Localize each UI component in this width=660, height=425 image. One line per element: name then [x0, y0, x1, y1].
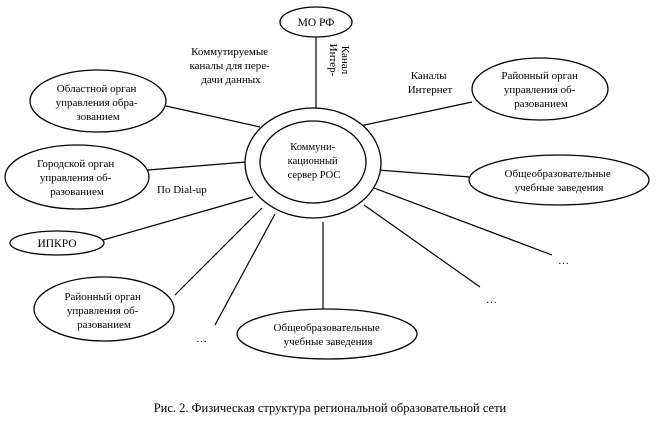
internet-line-2: Интернет	[408, 84, 453, 96]
center-label: Коммуни- кационный сервер РОС	[288, 142, 341, 181]
switched-line-3: дачи данных	[201, 74, 261, 86]
internet-line-1: Каналы	[411, 70, 447, 82]
edge-dots-mid	[363, 204, 481, 288]
edge-dots-right	[373, 187, 553, 256]
switched-line-1: Коммутируемые	[191, 46, 268, 58]
switched-channels-label: Коммутируемые каналы для пере- дачи данн…	[189, 46, 272, 86]
raion-left-line-3: разованием	[77, 319, 131, 331]
node-gorod	[4, 144, 150, 210]
node-schools-right	[468, 154, 650, 206]
schools-bottom-line-1: Общеобразовательные	[274, 322, 380, 334]
mo-rf-label: МО РФ	[298, 17, 335, 29]
edge-raion-right	[359, 101, 473, 127]
mo-rf-line-1: МО РФ	[298, 17, 335, 29]
vertical-channel-label-2: Интер-	[327, 44, 339, 77]
schools-bottom-line-2: учебные заведения	[284, 336, 373, 348]
node-schools-bottom	[236, 308, 418, 360]
raion-right-label: Районный орган управления об- разованием	[501, 70, 580, 110]
raion-right-line-1: Районный орган	[501, 70, 578, 82]
schools-right-line-1: Общеобразовательные	[505, 168, 611, 180]
oblast-label: Областной орган управления обра- зование…	[56, 83, 141, 123]
raion-left-line-1: Районный орган	[64, 291, 141, 303]
node-raion-right	[471, 57, 609, 121]
node-mo-rf	[279, 6, 353, 38]
gorod-line-2: управления об-	[40, 172, 112, 184]
node-oblast	[29, 69, 167, 133]
node-raion-left	[33, 276, 175, 342]
switched-line-2: каналы для пере-	[189, 60, 270, 72]
edge-gorod	[147, 161, 247, 171]
gorod-line-3: разованием	[50, 186, 104, 198]
raion-right-line-2: управления об-	[504, 84, 576, 96]
dialup-label: По Dial-up	[157, 184, 207, 196]
figure-caption: Рис. 2. Физическая структура регионально…	[154, 401, 507, 415]
raion-left-line-2: управления об-	[67, 305, 139, 317]
ellipsis-bottom-left: …	[196, 333, 207, 345]
ipkro-line-1: ИПКРО	[37, 238, 76, 250]
center-line-3: сервер РОС	[288, 170, 341, 181]
connector-lines	[102, 37, 553, 326]
center-line-2: кационный	[288, 156, 338, 167]
oblast-line-3: зованием	[76, 111, 119, 123]
schools-right-label: Общеобразовательные учебные заведения	[505, 168, 614, 194]
edge-oblast	[165, 105, 261, 128]
node-ipkro	[9, 230, 105, 256]
schools-bottom-label: Общеобразовательные учебные заведения	[274, 322, 383, 348]
ellipsis-right: …	[558, 255, 569, 267]
edge-bottom-dots	[214, 213, 276, 326]
ipkro-label: ИПКРО	[37, 238, 76, 250]
node-shapes	[4, 6, 650, 360]
center-line-1: Коммуни-	[290, 142, 335, 153]
gorod-label: Городской орган управления об- разование…	[37, 158, 117, 198]
oblast-line-2: управления обра-	[56, 97, 138, 109]
vertical-channel-label-1: Канал	[339, 46, 351, 75]
raion-left-label: Районный орган управления об- разованием	[64, 291, 143, 331]
edge-ipkro	[102, 196, 254, 241]
schools-right-line-2: учебные заведения	[515, 182, 604, 194]
central-server-inner-ring	[259, 120, 367, 204]
raion-right-line-3: разованием	[514, 98, 568, 110]
oblast-line-1: Областной орган	[57, 83, 137, 95]
gorod-line-1: Городской орган	[37, 158, 114, 170]
edge-raion-left	[174, 207, 263, 296]
ellipsis-mid: …	[486, 294, 497, 306]
internet-channels-label: Каналы Интернет	[408, 70, 453, 96]
edge-schools-right	[377, 169, 471, 178]
